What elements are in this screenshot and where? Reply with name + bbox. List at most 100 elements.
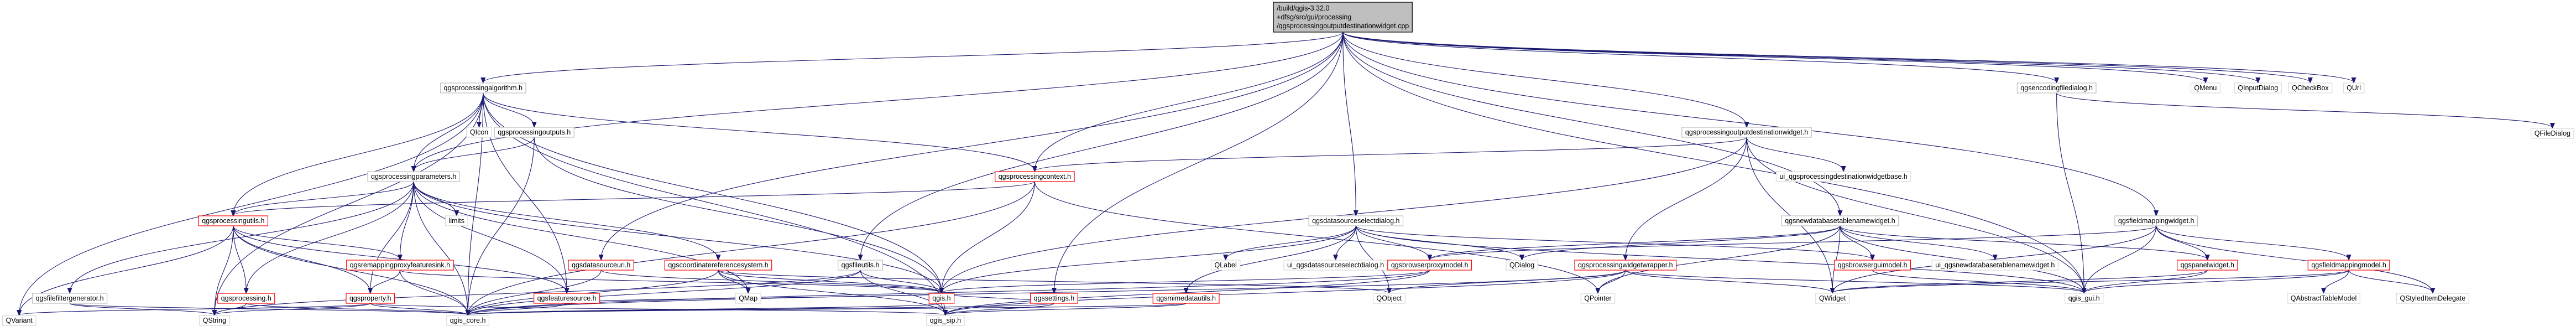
node-qgsfilefiltergenerator-h[interactable]: qgsfilefiltergenerator.h	[32, 293, 108, 304]
include-edge	[1840, 225, 1995, 260]
node-qgsprocessingparameters-h[interactable]: qgsprocessingparameters.h	[367, 171, 460, 182]
node-qgsbrowserproxymodel-h[interactable]: qgsbrowserproxymodel.h	[1387, 260, 1472, 271]
node-qinputdialog: QInputDialog	[2234, 82, 2282, 94]
node-box	[446, 315, 490, 326]
include-edge	[1336, 225, 1356, 260]
node-qgsprocessingcontext-h[interactable]: qgsprocessingcontext.h	[995, 171, 1075, 182]
include-edge	[718, 270, 945, 315]
include-edge	[1186, 225, 1356, 293]
node-box	[494, 127, 574, 138]
node-qgsencodingfiledialog-h[interactable]: qgsencodingfiledialog.h	[2016, 82, 2097, 94]
include-edge	[1832, 225, 1841, 293]
node-qwidget: QWidget	[1815, 293, 1850, 304]
include-edge	[19, 92, 484, 315]
include-edge	[1832, 270, 2208, 293]
node-label: qgspanelwidget.h	[2181, 261, 2234, 269]
node-qgsprocessingoutputs-h[interactable]: qgsprocessingoutputs.h	[494, 127, 574, 138]
node-label: qgsfileutils.h	[842, 261, 880, 269]
include-edge	[1054, 32, 1344, 293]
include-edge	[233, 225, 246, 293]
node-label: qgsprocessingoutputs.h	[498, 128, 571, 136]
include-edge	[1840, 225, 1873, 260]
node-qgspanelwidget-h[interactable]: qgspanelwidget.h	[2177, 260, 2238, 271]
include-edge	[1746, 137, 2084, 293]
include-edge	[399, 270, 942, 293]
include-edge	[414, 92, 484, 171]
include-edge	[1872, 270, 2084, 293]
include-edge	[468, 303, 942, 315]
node-qgsnewdatabasetablenamewidget-h[interactable]: qgsnewdatabasetablenamewidget.h	[1781, 215, 1899, 226]
node-label: QObject	[1377, 294, 1402, 302]
include-edge	[942, 270, 1430, 293]
node-label: qgsfeaturesource.h	[537, 294, 597, 302]
node-qgsbrowserguimodel-h[interactable]: qgsbrowserguimodel.h	[1834, 260, 1911, 271]
include-edge	[246, 181, 414, 293]
include-edge	[233, 181, 414, 215]
node-qgsdatasourceselectdialog-h[interactable]: qgsdatasourceselectdialog.h	[1308, 215, 1404, 226]
node-label: qgsprocessingcontext.h	[999, 173, 1071, 180]
include-edge	[233, 181, 1035, 215]
include-edge	[2056, 92, 2553, 128]
node-qgsfeaturesource-h[interactable]: qgsfeaturesource.h	[534, 293, 600, 304]
node-qgsprocessing-h[interactable]: qgsprocessing.h	[217, 293, 275, 304]
node-box	[440, 82, 526, 94]
node-box	[1775, 171, 1911, 182]
node-qgsproperty-h[interactable]: qgsproperty.h	[346, 293, 395, 304]
node-qgsfieldmappingwidget-h[interactable]: qgsfieldmappingwidget.h	[2114, 215, 2198, 226]
node-box	[1308, 215, 1404, 226]
node-ui-qgsnewdatabasetablenamewidget-h: ui_qgsnewdatabasetablenamewidget.h	[1931, 260, 2058, 271]
node-qgsprocessingoutputdestinationwidget-h[interactable]: qgsprocessingoutputdestinationwidget.h	[1681, 127, 1812, 138]
node-qpointer: QPointer	[1580, 293, 1616, 304]
include-edge	[468, 270, 1430, 315]
node-box	[2114, 215, 2198, 226]
node-box	[2307, 260, 2390, 271]
include-edge	[2084, 270, 2208, 293]
include-edge	[370, 270, 400, 293]
include-edge	[718, 270, 942, 293]
include-edge	[370, 303, 945, 315]
node-label: QFileDialog	[2535, 130, 2570, 137]
include-edge	[1355, 225, 1872, 260]
include-edge	[1430, 225, 1841, 260]
node-label: qgsprocessingwidgetwrapper.h	[1578, 261, 1673, 269]
include-edge	[215, 270, 861, 315]
include-edge	[468, 270, 861, 315]
node-qgis-h[interactable]: qgis.h	[928, 293, 955, 304]
node-qgsdatasourceuri-h[interactable]: qgsdatasourceuri.h	[568, 260, 634, 271]
include-edge	[413, 181, 567, 293]
include-edge	[70, 181, 414, 293]
node-qgsprocessingalgorithm-h[interactable]: qgsprocessingalgorithm.h	[440, 82, 526, 94]
include-edge	[69, 303, 215, 315]
node-label: ui_qgsprocessingdestinationwidgetbase.h	[1779, 173, 1907, 180]
include-edge	[1034, 32, 1344, 171]
node-box	[928, 293, 955, 304]
node-label: QCheckBox	[2292, 84, 2329, 92]
include-edge	[2156, 225, 2433, 293]
node-label: QInputDialog	[2238, 84, 2278, 92]
include-edge	[468, 92, 484, 315]
node-label: qgsfilefiltergenerator.h	[36, 294, 104, 302]
node-box	[1781, 215, 1899, 226]
include-edge	[1746, 137, 1843, 171]
include-edge	[1625, 270, 2084, 293]
node-qgsremappingproxyfeaturesink-h[interactable]: qgsremappingproxyfeaturesink.h	[346, 260, 454, 271]
node-qgssettings-h[interactable]: qgssettings.h	[1030, 293, 1078, 304]
node-qcheckbox: QCheckBox	[2288, 82, 2333, 94]
node-box	[466, 127, 492, 138]
node-qgsprocessingutils-h[interactable]: qgsprocessingutils.h	[198, 215, 269, 226]
include-edge	[468, 137, 535, 315]
include-edge	[370, 181, 414, 293]
node-qgscoordinatereferencesystem-h[interactable]: qgscoordinatereferencesystem.h	[664, 260, 772, 271]
node-box	[2177, 260, 2238, 271]
node-qgsmimedatautils-h[interactable]: qgsmimedatautils.h	[1152, 293, 1220, 304]
node-qgsprocessingwidgetwrapper-h[interactable]: qgsprocessingwidgetwrapper.h	[1574, 260, 1677, 271]
include-edge	[942, 181, 1035, 293]
node-qgis-gui-h: qgis_gui.h	[2065, 293, 2104, 304]
node-label: qgscoordinatereferencesystem.h	[668, 261, 768, 269]
node-label: QStyledItemDelegate	[2400, 294, 2465, 302]
node-qurl: QUrl	[2343, 82, 2365, 94]
node-qgsfieldmappingmodel-h[interactable]: qgsfieldmappingmodel.h	[2307, 260, 2390, 271]
node-qgsfileutils-h[interactable]: qgsfileutils.h	[838, 260, 884, 271]
node-label: qgsdatasourceuri.h	[572, 261, 630, 269]
